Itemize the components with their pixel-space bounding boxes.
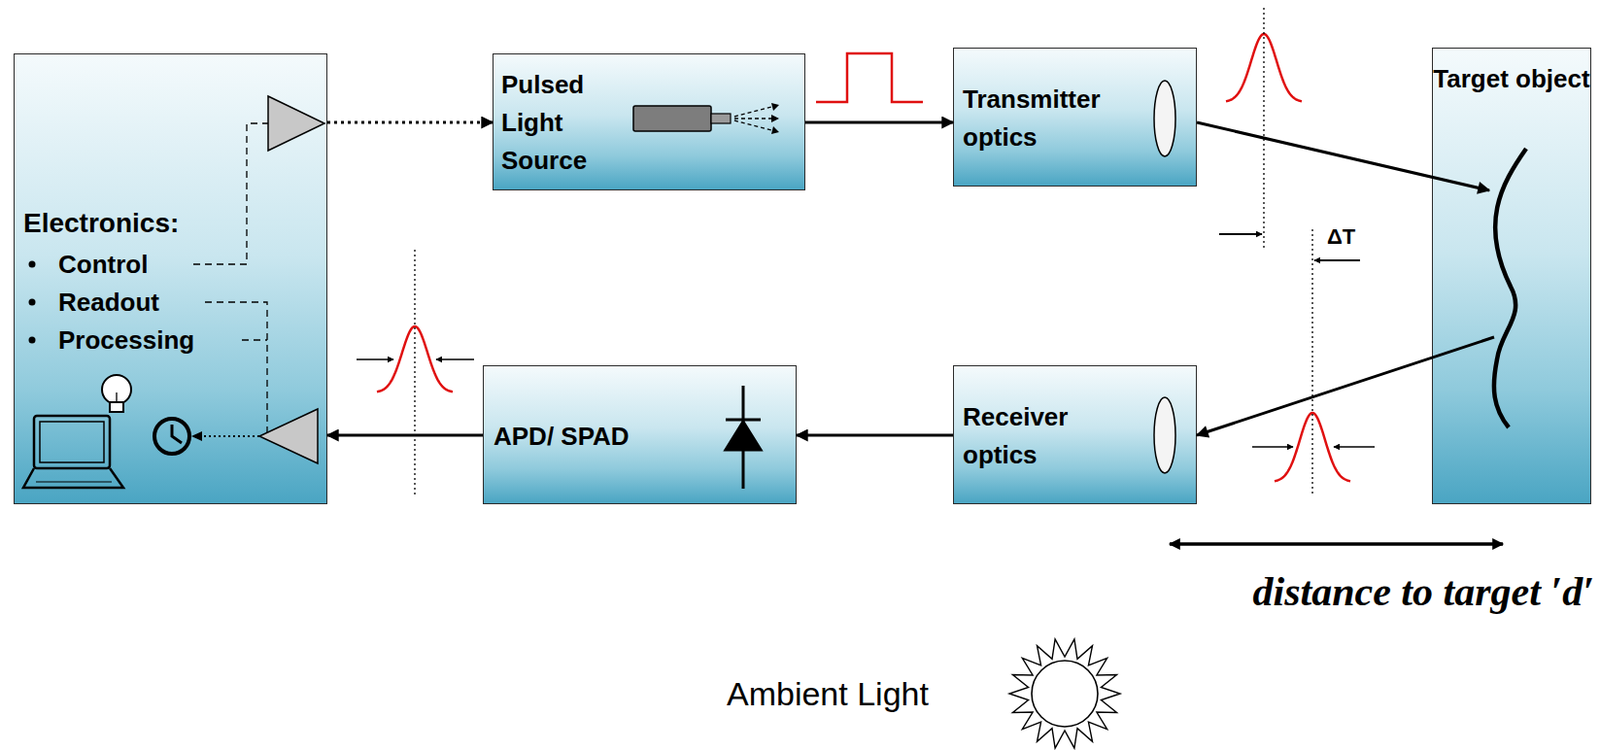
delta-t-label: ΔT bbox=[1327, 224, 1356, 250]
signal-arrow bbox=[327, 434, 483, 438]
node-artwork bbox=[1432, 48, 1591, 504]
box-label: Readout bbox=[58, 287, 160, 317]
trigger-line bbox=[327, 121, 493, 125]
node-artwork bbox=[953, 48, 1196, 186]
box-label: Target object bbox=[1432, 61, 1591, 98]
sun-icon bbox=[1009, 639, 1121, 749]
signal-arrow bbox=[805, 121, 954, 125]
distance-arrow bbox=[1169, 542, 1503, 546]
transmitter-box: Transmitter optics bbox=[953, 47, 1197, 187]
box-label: Transmitter optics bbox=[962, 80, 1148, 157]
square-pulse bbox=[816, 53, 923, 103]
signal-arrow bbox=[1196, 122, 1490, 191]
signal-arrow bbox=[1196, 337, 1495, 436]
light-source-box: Pulsed Light Source bbox=[492, 53, 806, 191]
receiver-box: Receiver optics bbox=[953, 365, 1197, 505]
target-box: Target object bbox=[1431, 47, 1592, 505]
detector-box: APD/ SPAD bbox=[482, 365, 797, 505]
electronics-box: Electronics: ControlReadoutProcessing bbox=[13, 53, 328, 505]
box-label: Processing bbox=[58, 325, 195, 355]
box-label: Electronics: bbox=[23, 207, 179, 239]
distance-label: distance to target ′d′ bbox=[1253, 568, 1595, 615]
node-artwork bbox=[953, 366, 1196, 504]
box-label: Control bbox=[58, 249, 148, 279]
box-label: Pulsed Light Source bbox=[501, 66, 618, 180]
node-artwork bbox=[14, 54, 327, 504]
box-label: APD/ SPAD bbox=[493, 421, 630, 451]
ambient-light-label: Ambient Light bbox=[726, 674, 929, 714]
box-label: Receiver optics bbox=[962, 398, 1128, 475]
signal-arrow bbox=[796, 434, 954, 438]
